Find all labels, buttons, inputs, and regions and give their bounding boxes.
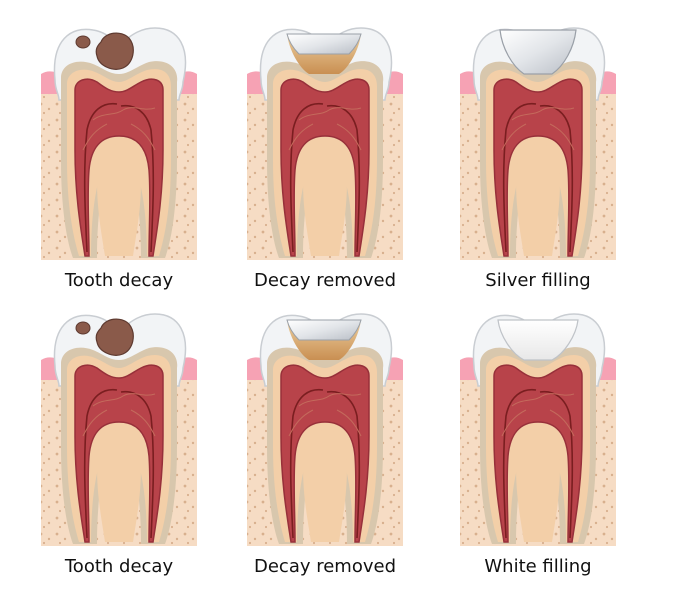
vessel [92,393,156,407]
decay-small [75,321,91,335]
panel-label: Silver filling [485,270,590,291]
vessel [289,388,324,539]
vessel [501,409,527,437]
vessel [288,123,314,151]
tooth-panel-silver: Silver filling [460,27,616,291]
tooth-panel-decay: Tooth decay [41,313,197,577]
panel-label: White filling [484,556,591,577]
vessel [288,409,314,437]
interradicular-dentin [516,144,560,256]
pulp [74,78,164,257]
vessel [336,123,362,151]
tooth-panel-removed: Decay removed [247,27,403,291]
pulp [493,78,583,257]
vessel [92,107,156,121]
pulp [280,78,370,257]
pulp [74,364,164,543]
vessel [83,102,118,253]
vessel [82,409,108,437]
vessel [82,123,108,151]
vessel [502,102,537,253]
decay-large [95,32,134,70]
decay-small [75,35,91,49]
cavity-rim [286,33,362,55]
tooth-panel-decay: Tooth decay [41,27,197,291]
vessel [502,388,537,539]
tooth-panel-removed: Decay removed [247,313,403,577]
cavity-rim [286,319,362,341]
vessel [336,409,362,437]
decay-large [95,318,134,356]
vessel [511,107,575,121]
interradicular-dentin [97,430,141,542]
pulp [493,364,583,543]
pulp [280,364,370,543]
panel-label: Tooth decay [64,556,174,577]
vessel [298,393,362,407]
vessel [130,123,156,151]
panel-label: Decay removed [254,270,396,291]
vessel [549,123,575,151]
interradicular-dentin [516,430,560,542]
vessel [83,388,118,539]
interradicular-dentin [303,144,347,256]
vessel [511,393,575,407]
silver-filling [499,29,577,75]
interradicular-dentin [97,144,141,256]
vessel [130,409,156,437]
panel-label: Tooth decay [64,270,174,291]
white-filling [497,319,579,361]
tooth-panel-white: White filling [460,313,616,577]
panel-label: Decay removed [254,556,396,577]
vessel [501,123,527,151]
interradicular-dentin [303,430,347,542]
vessel [298,107,362,121]
vessel [289,102,324,253]
vessel [549,409,575,437]
